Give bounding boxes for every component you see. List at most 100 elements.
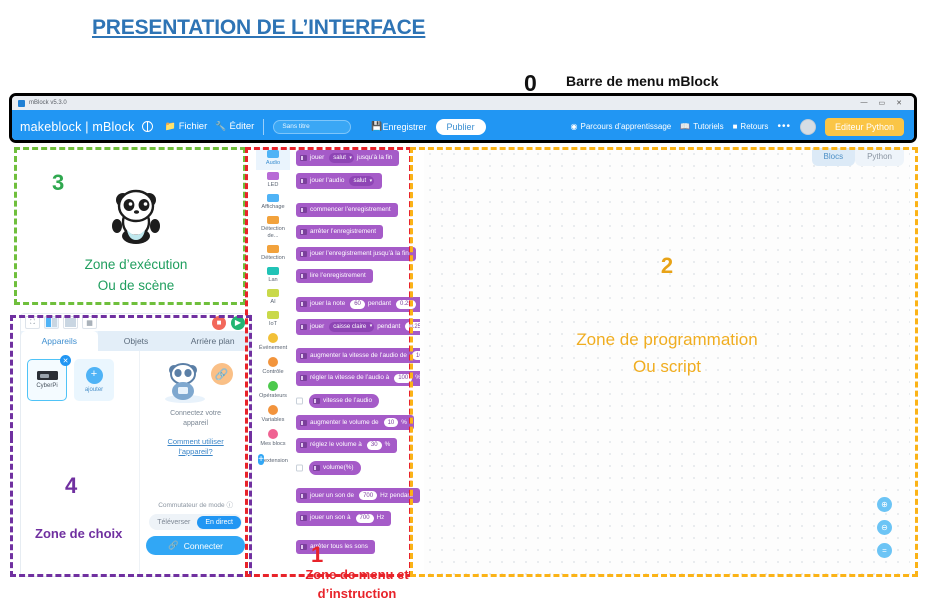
tab-python[interactable]: Python xyxy=(855,148,904,166)
layout-small-icon[interactable] xyxy=(44,316,59,329)
palette-stack-block[interactable]: jouersalutjusqu’à la fin xyxy=(296,150,400,166)
remove-device-icon[interactable]: ✕ xyxy=(60,355,71,366)
avatar[interactable] xyxy=(799,118,816,135)
category-item-variables[interactable]: Variables xyxy=(256,403,290,427)
palette-stack-block[interactable]: arrêter l’enregistrement xyxy=(296,225,384,239)
grid-icon[interactable]: ▦ xyxy=(82,316,97,329)
block-number-input[interactable]: 0.25 xyxy=(395,299,416,309)
category-item-mes-blocs[interactable]: Mes blocs xyxy=(256,427,290,451)
connect-button[interactable]: 🔗 Connecter xyxy=(146,536,245,555)
fullscreen-icon[interactable]: ⛶ xyxy=(25,316,40,329)
block-number-input[interactable]: 30 xyxy=(366,440,382,450)
publish-button[interactable]: Publier xyxy=(435,118,486,135)
callout-3-line1: Zone d’exécution xyxy=(84,257,188,272)
tutorials-link[interactable]: 📖 Tutoriels xyxy=(680,122,723,131)
category-item-label: Détection de... xyxy=(261,226,285,239)
category-item-ai[interactable]: AI xyxy=(256,287,290,309)
tab-appareils[interactable]: Appareils xyxy=(21,331,98,351)
window-controls[interactable]: — ▭ ✕ xyxy=(861,99,909,107)
block-number-input[interactable]: 10 xyxy=(383,418,399,427)
maximize-icon[interactable]: ▭ xyxy=(878,100,886,107)
zoom-reset-icon[interactable]: = xyxy=(877,543,892,558)
menu-item-editer[interactable]: 🔧 Éditer xyxy=(215,121,254,132)
cyberpi-block-icon xyxy=(300,515,307,521)
palette-stack-block[interactable]: arrêter tous les sons xyxy=(296,539,375,554)
block-dropdown[interactable]: caisse claire xyxy=(329,321,375,332)
block-number-input[interactable]: 700 xyxy=(359,491,378,500)
stop-button[interactable]: ■ xyxy=(212,315,226,330)
block-visibility-checkbox[interactable] xyxy=(296,464,303,471)
globe-icon[interactable] xyxy=(141,121,153,132)
category-item-op-rateurs[interactable]: Opérateurs xyxy=(256,379,290,403)
category-item-d-tection-de[interactable]: Détection de... xyxy=(256,214,290,243)
block-dropdown[interactable]: salut xyxy=(329,153,354,163)
category-item-d-tection[interactable]: Détection xyxy=(256,243,290,265)
palette-stack-block[interactable]: lire l’enregistrement xyxy=(296,269,373,283)
category-item-audio[interactable]: Audio xyxy=(256,148,290,170)
close-icon[interactable]: ✕ xyxy=(896,100,902,107)
category-item-led[interactable]: LED xyxy=(256,170,290,192)
palette-stack-block[interactable]: jouer l’enregistrement jusqu’à la fin xyxy=(296,247,416,261)
green-flag-button[interactable]: ▶ xyxy=(231,315,245,330)
block-visibility-checkbox[interactable] xyxy=(296,397,303,404)
tab-arriere-plan[interactable]: Arrière plan xyxy=(174,331,251,351)
device-help-link-line1: Comment utiliser xyxy=(167,437,224,446)
more-menu-icon[interactable]: ••• xyxy=(777,121,791,132)
minimize-icon[interactable]: — xyxy=(860,99,868,106)
info-icon[interactable]: ⓘ xyxy=(226,502,233,509)
mode-option-televerser[interactable]: Téléverser xyxy=(157,518,191,526)
block-label: % xyxy=(415,374,420,382)
device-help-link[interactable]: Comment utiliser l’appareil? xyxy=(167,437,223,457)
category-item-contr-le[interactable]: Contrôle xyxy=(256,355,290,379)
block-number-input[interactable]: 10 xyxy=(412,351,420,360)
project-title-input[interactable]: Sans titre xyxy=(273,119,352,134)
palette-stack-block[interactable]: commencer l’enregistrement xyxy=(296,203,398,217)
device-row: ✕ CyberPi + ajouter xyxy=(27,355,133,401)
python-editor-button[interactable]: Editeur Python xyxy=(824,117,904,136)
category-color-icon xyxy=(268,357,278,367)
stage-panel[interactable]: 3 Zone d’exécution Ou de scène xyxy=(20,148,252,300)
palette-reporter-block[interactable]: volume(%) xyxy=(296,460,361,475)
zoom-out-icon[interactable]: ⊖ xyxy=(877,520,892,535)
block-label: Hz pendant xyxy=(380,491,413,499)
block-number-input[interactable]: 100 xyxy=(394,373,413,383)
block-dropdown[interactable]: salut xyxy=(349,176,375,186)
category-item-iot[interactable]: IoT xyxy=(256,309,290,331)
zoom-in-icon[interactable]: ⊕ xyxy=(877,497,892,512)
category-item-extension[interactable]: +extension xyxy=(256,451,290,470)
save-button[interactable]: 💾 Enregistrer xyxy=(371,121,426,132)
zoom-controls: ⊕ ⊖ = xyxy=(877,497,892,558)
layout-large-icon[interactable] xyxy=(63,316,78,329)
feedback-link[interactable]: ■ Retours xyxy=(733,122,769,131)
mode-switch[interactable]: Téléverser En direct xyxy=(149,514,242,530)
block-number-input[interactable]: 0.25 xyxy=(405,322,420,331)
category-item-lan[interactable]: Lan xyxy=(256,265,290,287)
category-item-label: Détection xyxy=(261,255,285,261)
add-device-button[interactable]: + ajouter xyxy=(74,359,114,401)
block-palette[interactable]: jouersalutjusqu’à la fin jouer l’audiosal… xyxy=(292,148,420,576)
block-number-input[interactable]: 700 xyxy=(355,513,374,523)
callout-2-line1: Zone de programmation xyxy=(576,330,758,349)
category-item--v-nement[interactable]: Événement xyxy=(256,331,290,355)
mode-option-en-direct[interactable]: En direct xyxy=(197,515,241,529)
palette-reporter-block[interactable]: vitesse de l’audio xyxy=(296,393,380,408)
tab-objets[interactable]: Objets xyxy=(97,331,175,351)
menu-item-fichier[interactable]: 📁 Fichier xyxy=(165,121,208,132)
tab-blocs[interactable]: Blocs xyxy=(811,148,856,166)
category-item-affichage[interactable]: Affichage xyxy=(256,192,290,214)
device-card-cyberpi[interactable]: ✕ CyberPi xyxy=(27,355,71,401)
script-area[interactable]: Blocs Python 2 Zone de programmation Ou … xyxy=(424,148,910,576)
learning-path-link[interactable]: ◉ Parcours d’apprentissage xyxy=(571,122,672,131)
category-item-label: Opérateurs xyxy=(259,393,287,399)
block-number-input[interactable]: 60 xyxy=(350,299,365,309)
